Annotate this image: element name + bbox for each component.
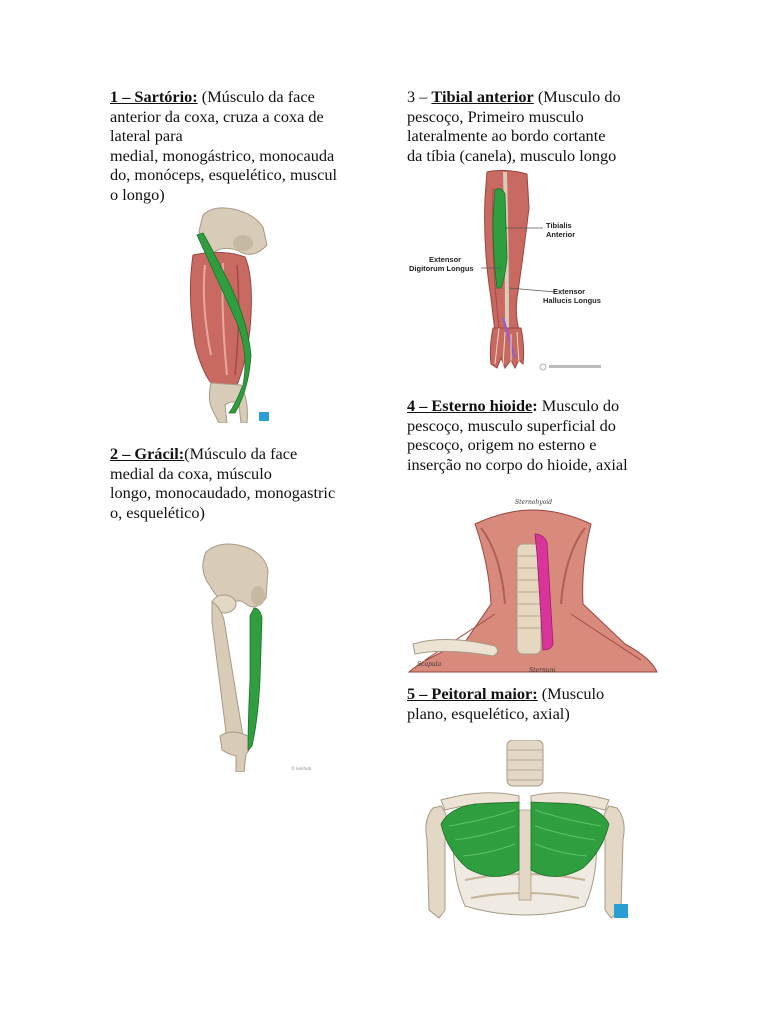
extensor-digitorum-label-2: Digitorum Longus	[409, 264, 474, 273]
gracil-description: 2 – Grácil:(Músculo da face medial da co…	[110, 444, 336, 522]
peitoral-maior-description: 5 – Peitoral maior: (Musculo plano, esqu…	[407, 684, 605, 723]
tibialis-label: Tibialis	[546, 221, 572, 230]
pectoralis-major-illustration	[425, 740, 625, 919]
peitoral-maior-heading: 5 – Peitoral maior:	[407, 684, 538, 703]
tibial-anterior-description: 3 – Tibial anterior (Musculo do pescoço,…	[407, 87, 621, 165]
anterior-label: Anterior	[546, 230, 575, 239]
scapula-label: Scapula	[417, 661, 442, 668]
extensor-hallucis-label-2: Hallucis Longus	[543, 296, 601, 305]
sartorius-illustration	[189, 207, 268, 423]
gracilis-illustration	[202, 543, 269, 772]
sternohyoid-illustration: Sternohyoid Scapula Sternum	[405, 494, 661, 680]
sartorio-description: 1 – Sartório: (Músculo da face anterior …	[110, 87, 337, 204]
extensor-digitorum-label-1: Extensor	[429, 255, 461, 264]
extensor-hallucis-label-1: Extensor	[553, 287, 585, 296]
sternum-label: Sternum	[529, 667, 556, 674]
esterno-hioide-description: 4 – Esterno hioide: Musculo do pescoço, …	[407, 396, 628, 474]
kenhub-logo-1	[259, 412, 269, 421]
gracilis-credit: © kenhub	[291, 766, 312, 771]
sartorio-heading: 1 – Sartório:	[110, 87, 198, 106]
esterno-hioide-heading: 4 – Esterno hioide	[407, 396, 533, 415]
sternohyoid-figure-top-label: Sternohyoid	[515, 499, 552, 506]
tibialis-anterior-illustration: Tibialis Anterior Extensor Digitorum Lon…	[409, 169, 601, 371]
gracil-heading: 2 – Grácil:	[110, 444, 185, 463]
tibial-anterior-heading: Tibial anterior	[431, 87, 534, 106]
kenhub-logo-5	[614, 904, 628, 918]
